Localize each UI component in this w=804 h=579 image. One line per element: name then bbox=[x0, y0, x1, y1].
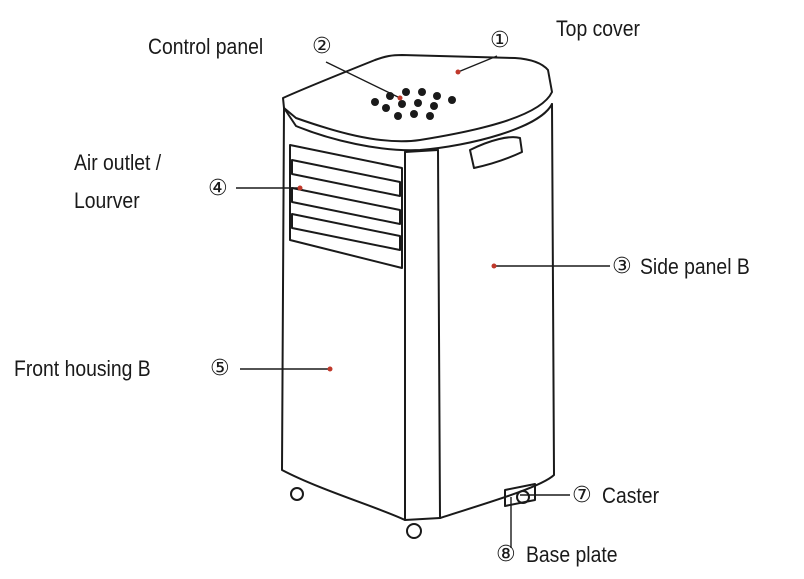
air-outlet-frame bbox=[289, 144, 403, 269]
control-button bbox=[426, 112, 434, 120]
caster-wheel-front bbox=[406, 523, 422, 539]
front-housing-edge bbox=[404, 517, 441, 521]
caster-wheel-left bbox=[290, 487, 304, 501]
number-base-plate: ⑧ bbox=[496, 542, 516, 567]
base-plate-shape bbox=[504, 483, 536, 507]
label-caster: Caster bbox=[602, 483, 660, 508]
control-button bbox=[382, 104, 390, 112]
number-caster: ⑦ bbox=[572, 483, 592, 508]
leader-dot bbox=[491, 263, 497, 269]
number-air-outlet: ④ bbox=[208, 176, 228, 201]
control-button bbox=[433, 92, 441, 100]
louver-2 bbox=[291, 187, 401, 225]
number-top-cover: ① bbox=[490, 28, 510, 53]
label-front-housing-b: Front housing B bbox=[14, 356, 151, 381]
control-button bbox=[402, 88, 410, 96]
leader-top-cover bbox=[457, 55, 498, 73]
leader-dot bbox=[455, 69, 461, 75]
control-button bbox=[430, 102, 438, 110]
control-button bbox=[371, 98, 379, 106]
side-panel-inner-edge bbox=[404, 149, 439, 153]
leader-dot bbox=[327, 366, 333, 372]
label-top-cover: Top cover bbox=[556, 16, 640, 41]
label-side-panel-b: Side panel B bbox=[640, 254, 750, 279]
control-button bbox=[394, 112, 402, 120]
label-air-outlet-line1: Air outlet / bbox=[74, 150, 162, 175]
number-side-panel-b: ③ bbox=[612, 254, 632, 279]
control-button bbox=[398, 100, 406, 108]
control-button bbox=[414, 99, 422, 107]
number-front-housing-b: ⑤ bbox=[210, 356, 230, 381]
label-control-panel: Control panel bbox=[148, 34, 264, 59]
top-cover-shape bbox=[282, 54, 553, 143]
leader-dot bbox=[297, 185, 303, 191]
control-button bbox=[448, 96, 456, 104]
leader-dot bbox=[397, 95, 403, 101]
louver-1 bbox=[291, 159, 401, 197]
control-button bbox=[410, 110, 418, 118]
top-cover-rim bbox=[283, 103, 553, 152]
louver-3 bbox=[291, 213, 401, 251]
control-button bbox=[418, 88, 426, 96]
side-handle bbox=[469, 136, 523, 169]
number-control-panel: ② bbox=[312, 34, 332, 59]
label-air-outlet-line2: Lourver bbox=[74, 188, 140, 213]
front-housing-shape bbox=[281, 107, 406, 521]
side-panel-shape bbox=[437, 103, 555, 519]
leader-control-panel bbox=[325, 61, 401, 99]
label-base-plate: Base plate bbox=[526, 542, 618, 567]
